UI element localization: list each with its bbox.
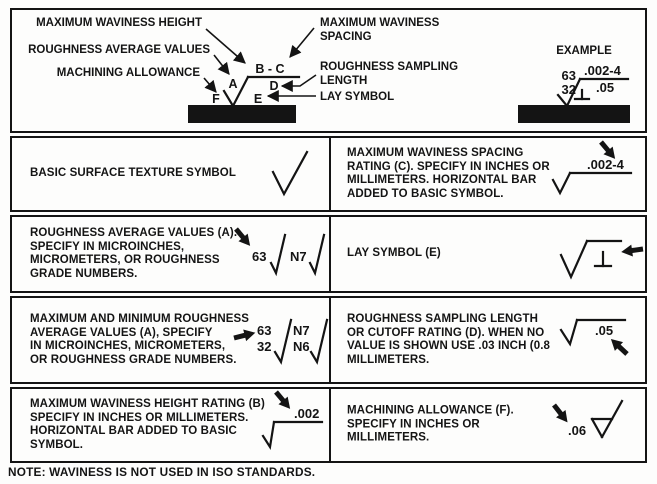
pointer-arrow-icon [621,244,644,257]
cell-waviness-height: MAXIMUM WAVINESS HEIGHT RATING (B) SPECI… [12,389,331,461]
roughness-grade-min-value: N6 [293,339,310,354]
leader-arrow-sampling-length [280,74,317,92]
lay-symbol-icon [559,239,644,280]
pointer-arrow-icon [599,140,616,159]
pointer-arrow-icon [610,338,629,356]
callout-max-waviness-spacing-2: SPACING [320,31,372,43]
callout-max-waviness-spacing-1: MAXIMUM WAVINESS [320,17,440,29]
letter-a: A [228,77,237,91]
waviness-height-symbol-icon: .002 [261,390,324,451]
callout-machining-allowance: MACHINING ALLOWANCE [57,67,201,79]
surface-texture-diagram: MAXIMUM WAVINESS HEIGHT ROUGHNESS AVERAG… [28,17,630,123]
cell-lay-symbol: LAY SYMBOL (E) [331,217,645,291]
basic-surface-texture-symbol-icon [271,150,309,197]
roughness-value-63: 63 [252,249,266,264]
cell-machining-allowance-text: MACHINING ALLOWANCE (F). SPECIFY IN INCH… [347,404,514,444]
letter-d: D [269,79,278,93]
waviness-spacing-value: .002-4 [587,157,625,172]
callout-roughness-sampling-2: LENGTH [320,75,367,87]
cell-sampling-length: ROUGHNESS SAMPLING LENGTH OR CUTOFF RATI… [331,298,645,382]
cell-waviness-spacing-text: MAXIMUM WAVINESS SPACING RATING (C). SPE… [347,146,550,200]
example-workpiece-bar [518,105,630,123]
roughness-grade-max-value: N7 [293,323,310,338]
sampling-length-value: .05 [595,323,613,338]
cell-basic-symbol-text: BASIC SURFACE TEXTURE SYMBOL [30,167,236,180]
waviness-spacing-symbol-icon: .002-4 [551,140,633,196]
callout-lay-symbol: LAY SYMBOL [320,91,394,103]
roughness-min-value: 32 [257,339,271,354]
example-lay-perpendicular-icon [573,88,591,101]
surface-symbol-vee [222,75,250,109]
footnote: NOTE: WAVINESS IS NOT USED IN ISO STANDA… [8,465,316,479]
letter-f: F [212,92,220,106]
cell-roughness-minmax-text: MAXIMUM AND MINIMUM ROUGHNESS AVERAGE VA… [30,312,250,366]
table-row: BASIC SURFACE TEXTURE SYMBOL MAXIMUM WAV… [10,136,647,212]
machining-allowance-symbol-icon: .06 [552,399,624,439]
pointer-arrow-icon [552,403,568,423]
workpiece-bar [188,105,296,123]
cell-basic-symbol: BASIC SURFACE TEXTURE SYMBOL [12,138,331,210]
roughness-average-symbols-icon: 63 N7 [234,227,326,277]
example-waviness-rating: .002-4 [584,63,622,78]
header-diagram-panel: MAXIMUM WAVINESS HEIGHT ROUGHNESS AVERAG… [10,8,647,133]
cell-roughness-minmax: MAXIMUM AND MINIMUM ROUGHNESS AVERAGE VA… [12,298,331,382]
callout-roughness-average-values: ROUGHNESS AVERAGE VALUES [28,44,210,56]
leader-arrow-waviness-spacing [289,27,315,58]
material-removal-triangle-icon [590,399,624,439]
sampling-length-symbol-icon: .05 [559,318,629,356]
cell-machining-allowance: MACHINING ALLOWANCE (F). SPECIFY IN INCH… [331,389,645,461]
cell-waviness-height-text: MAXIMUM WAVINESS HEIGHT RATING (B) SPECI… [30,397,265,451]
roughness-max-value: 63 [257,323,271,338]
waviness-height-value: .002 [294,406,319,421]
pointer-arrow-icon [233,329,256,342]
callout-max-waviness-height: MAXIMUM WAVINESS HEIGHT [36,17,202,29]
letters-b-c: B - C [255,62,284,76]
cell-lay-symbol-text: LAY SYMBOL (E) [347,247,441,260]
cell-roughness-average-text: ROUGHNESS AVERAGE VALUES (A). SPECIFY IN… [30,226,238,280]
table-row: ROUGHNESS AVERAGE VALUES (A). SPECIFY IN… [10,215,647,293]
example-cutoff-rating: .05 [596,80,614,95]
cell-waviness-spacing: MAXIMUM WAVINESS SPACING RATING (C). SPE… [331,138,645,210]
machining-allowance-value: .06 [568,423,586,438]
leader-arrow-waviness-height [205,28,246,64]
example-title: EXAMPLE [556,45,612,57]
leader-arrow-machining-allowance [203,77,217,93]
pointer-arrow-icon [234,227,251,246]
leader-arrow-roughness-average [213,54,230,75]
callout-roughness-sampling-1: ROUGHNESS SAMPLING [320,61,458,73]
cell-roughness-average: ROUGHNESS AVERAGE VALUES (A). SPECIFY IN… [12,217,331,291]
roughness-value-n7: N7 [290,249,307,264]
table-row: MAXIMUM AND MINIMUM ROUGHNESS AVERAGE VA… [10,296,647,384]
cell-sampling-length-text: ROUGHNESS SAMPLING LENGTH OR CUTOFF RATI… [347,312,550,366]
roughness-minmax-symbols-icon: 63 32 N7 N6 [233,318,329,365]
letter-e: E [254,92,262,106]
example-roughness-max: 63 [562,68,576,83]
lay-perpendicular-icon [593,250,613,268]
table-row: MAXIMUM WAVINESS HEIGHT RATING (B) SPECI… [10,387,647,463]
pointer-arrow-icon [274,390,291,409]
